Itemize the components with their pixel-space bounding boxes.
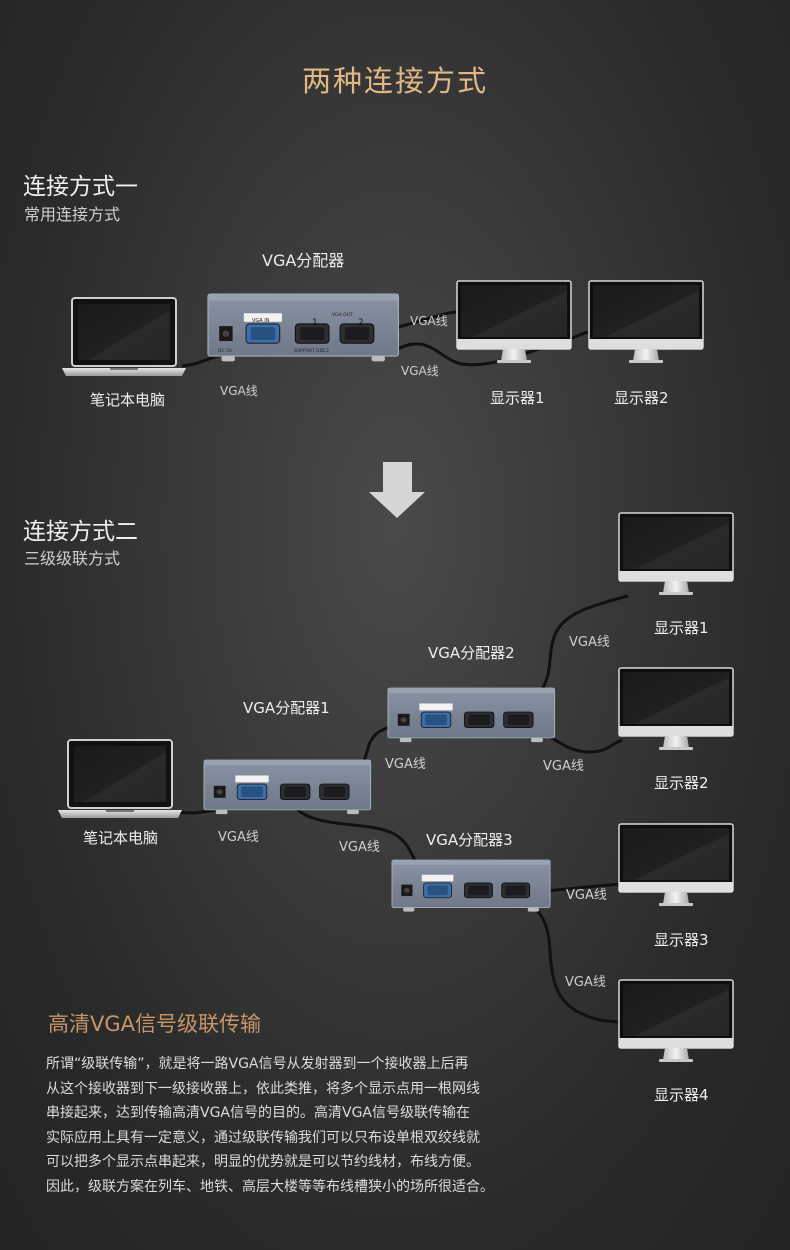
paragraph-line: 可以把多个显示点串起来，明显的优势就是可以节约线材，布线方便。 xyxy=(46,1154,480,1170)
cable-label: VGA线 xyxy=(566,888,607,903)
cable-label: VGA线 xyxy=(410,314,448,328)
paragraph-line: 串接起来，达到传输高清VGA信号的目的。高清VGA信号级联传输在 xyxy=(46,1105,471,1121)
laptop-2-label: 笔记本电脑 xyxy=(83,829,159,847)
down-arrow-icon xyxy=(369,462,425,518)
monitor-1-icon xyxy=(456,280,572,364)
vga-splitter-2-icon xyxy=(387,687,556,743)
splitter-1-label: VGA分配器1 xyxy=(243,699,330,717)
cable-label: VGA线 xyxy=(569,635,610,650)
monitor-c2-label: 显示器2 xyxy=(654,774,709,792)
paragraph-line: 从这个接收器到下一级接收器上，依此类推，将多个显示点用一根网线 xyxy=(46,1080,480,1097)
monitor-c2-icon xyxy=(618,667,734,751)
page-title: 两种连接方式 xyxy=(301,64,488,98)
paragraph-line: 所谓“级联传输”，就是将一路VGA信号从发射器到一个接收器上后再 xyxy=(46,1056,469,1072)
vga-out-label: VGA OUT xyxy=(332,312,353,318)
highlight-paragraph: 所谓“级联传输”，就是将一路VGA信号从发射器到一个接收器上后再 从这个接收器到… xyxy=(46,1052,566,1199)
method1-subtitle: 常用连接方式 xyxy=(24,205,121,224)
cable-label: VGA线 xyxy=(565,975,606,990)
monitor-1-label: 显示器1 xyxy=(490,389,545,407)
monitor-c1-icon xyxy=(618,512,734,596)
support-label: SUPPORT DDC2 xyxy=(294,348,329,354)
laptop-label: 笔记本电脑 xyxy=(90,391,166,409)
cable-label: VGA线 xyxy=(401,364,439,378)
method1-title: 连接方式一 xyxy=(23,174,138,200)
cable-label: VGA线 xyxy=(220,384,258,398)
monitor-2-icon xyxy=(588,280,704,364)
monitor-2-label: 显示器2 xyxy=(614,389,669,407)
highlight-title: 高清VGA信号级联传输 xyxy=(48,1012,262,1036)
cable-label: VGA线 xyxy=(218,830,259,845)
laptop-icon xyxy=(61,297,187,377)
port-1-label: 1 xyxy=(312,318,318,328)
monitor-c4-label: 显示器4 xyxy=(654,1086,709,1104)
splitter-label: VGA分配器 xyxy=(262,251,345,270)
port-2-label: 2 xyxy=(358,318,364,328)
cable-label: VGA线 xyxy=(385,757,426,772)
method2-title: 连接方式二 xyxy=(23,519,138,545)
vga-splitter-1-icon xyxy=(203,759,372,815)
monitor-c3-label: 显示器3 xyxy=(654,931,709,949)
paragraph-line: 因此，级联方案在列车、地铁、高层大楼等等布线槽狭小的场所很适合。 xyxy=(46,1178,494,1195)
cable-label: VGA线 xyxy=(339,840,380,855)
laptop-2-icon xyxy=(57,739,183,819)
method2-subtitle: 三级级联方式 xyxy=(24,549,121,568)
paragraph-line: 实际应用上具有一定意义，通过级联传输我们可以只布设单根双绞线就 xyxy=(46,1129,480,1146)
cable-label: VGA线 xyxy=(543,759,584,774)
splitter-3-label: VGA分配器3 xyxy=(426,831,513,849)
splitter-2-label: VGA分配器2 xyxy=(428,644,515,662)
dc-label: DC 5V xyxy=(218,348,233,354)
monitor-c1-label: 显示器1 xyxy=(654,619,709,637)
vga-splitter-3-icon xyxy=(391,859,551,913)
vga-in-label: VGA IN xyxy=(252,318,270,324)
monitor-c3-icon xyxy=(618,823,734,907)
monitor-c4-icon xyxy=(618,979,734,1063)
